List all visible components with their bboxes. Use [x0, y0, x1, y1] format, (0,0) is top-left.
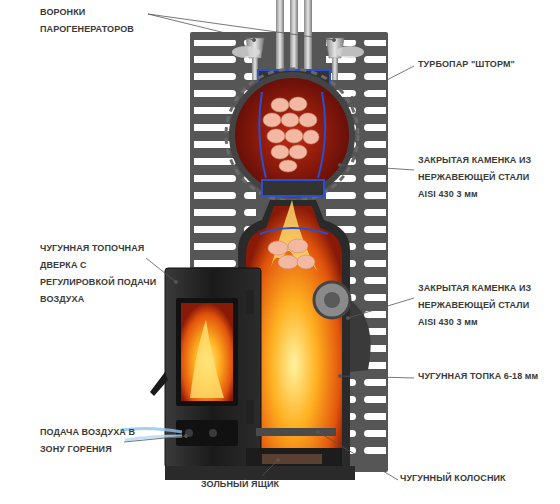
- part-label: ЗОЛЬНЫЙ ЯЩИК: [190, 476, 290, 493]
- part-label: ТУРБОПАР "ШТОРМ": [418, 56, 558, 73]
- part-label: ЧУГУННАЯ ТОПКА 6-18 мм: [418, 368, 558, 385]
- part-label: ЗАКРЫТАЯ КАМЕНКА ИЗ НЕРЖАВЕЮЩЕЙ СТАЛИ AI…: [418, 152, 542, 203]
- part-label: ПОДАЧА ВОЗДУХА В ЗОНУ ГОРЕНИЯ: [40, 424, 140, 458]
- part-label: ВОРОНКИ ПАРОГЕНЕРАТОРОВ: [40, 4, 180, 38]
- part-label: ЧУГУННАЯ ТОПОЧНАЯ ДВЕРКА С РЕГУЛИРОВКОЙ …: [40, 240, 160, 308]
- part-label: ЗАКРЫТАЯ КАМЕНКА ИЗ НЕРЖАВЕЮЩЕЙ СТАЛИ AI…: [418, 280, 542, 331]
- part-label: ЧУГУННЫЙ КОЛОСНИК: [400, 470, 550, 487]
- ash-box: [165, 428, 355, 480]
- upper-stone-chamber: [226, 69, 358, 201]
- leader-lines: [124, 14, 414, 480]
